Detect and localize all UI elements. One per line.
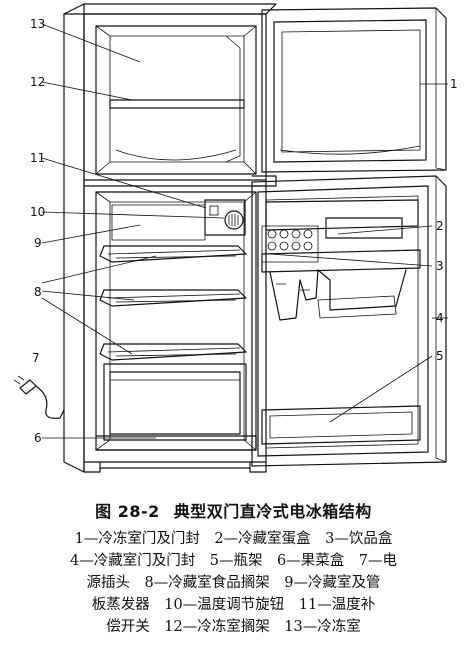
legend-row: 板蒸发器 10—温度调节旋钮 11—温度补 (91, 597, 376, 613)
legend-row: 1—冷冻室门及门封 2—冷藏室蛋盒 3—饮品盒 (74, 531, 393, 547)
freezer-door (261, 7, 447, 173)
callout-5: 5 (436, 349, 444, 363)
leader-lines (41, 23, 448, 439)
compartment-divider (83, 179, 267, 187)
callout-labels: 13 12 11 10 9 8 7 6 1 2 3 4 5 (30, 17, 458, 445)
figure-title: 典型双门直冷式电冰箱结构 (173, 502, 372, 521)
freezer-compartment (95, 25, 257, 175)
refrigerator-compartment (95, 191, 257, 451)
callout-10: 10 (30, 205, 45, 219)
evaporator-plate (111, 204, 206, 241)
compensation-switch (209, 205, 219, 216)
callout-2: 2 (436, 219, 444, 233)
door-hinge (251, 175, 277, 187)
figure-legend: 1—冷冻室门及门封 2—冷藏室蛋盒 3—饮品盒 4—冷藏室门及门封 5—瓶架 6… (0, 528, 467, 638)
temperature-knob (224, 210, 244, 230)
callout-9: 9 (34, 236, 42, 250)
freezer-shelf (109, 99, 245, 109)
drinks-box (261, 249, 421, 321)
callout-7: 7 (32, 351, 40, 365)
legend-row: 源插头 8—冷藏室食品搁架 9—冷藏室及管 (86, 575, 381, 591)
callout-11: 11 (30, 151, 45, 165)
legend-row: 偿开关 12—冷冻室搁架 13—冷冻室 (106, 619, 361, 635)
egg-rack (261, 199, 419, 263)
food-shelf-1 (99, 245, 247, 263)
refrigerator-structure-diagram: 13 12 11 10 9 8 7 6 1 2 3 4 5 (13, 3, 458, 473)
callout-6: 6 (34, 431, 42, 445)
legend-row: 4—冷藏室门及门封 5—瓶架 6—果菜盒 7—电 (70, 553, 397, 569)
figure-caption: 图 28-2 典型双门直冷式电冰箱结构 (0, 498, 467, 522)
food-shelf-2 (99, 289, 247, 307)
figure-number: 图 28-2 (95, 502, 160, 521)
refrigerator-door (251, 175, 447, 467)
food-shelf-3 (99, 343, 247, 361)
callout-3: 3 (436, 259, 444, 273)
bottle-shelf (261, 405, 421, 445)
power-plug (13, 375, 65, 419)
crisper-drawer (95, 363, 257, 451)
callout-4: 4 (436, 311, 444, 325)
callout-13: 13 (30, 17, 45, 31)
callout-8: 8 (34, 285, 42, 299)
callout-12: 12 (30, 75, 45, 89)
callout-1: 1 (450, 77, 458, 91)
